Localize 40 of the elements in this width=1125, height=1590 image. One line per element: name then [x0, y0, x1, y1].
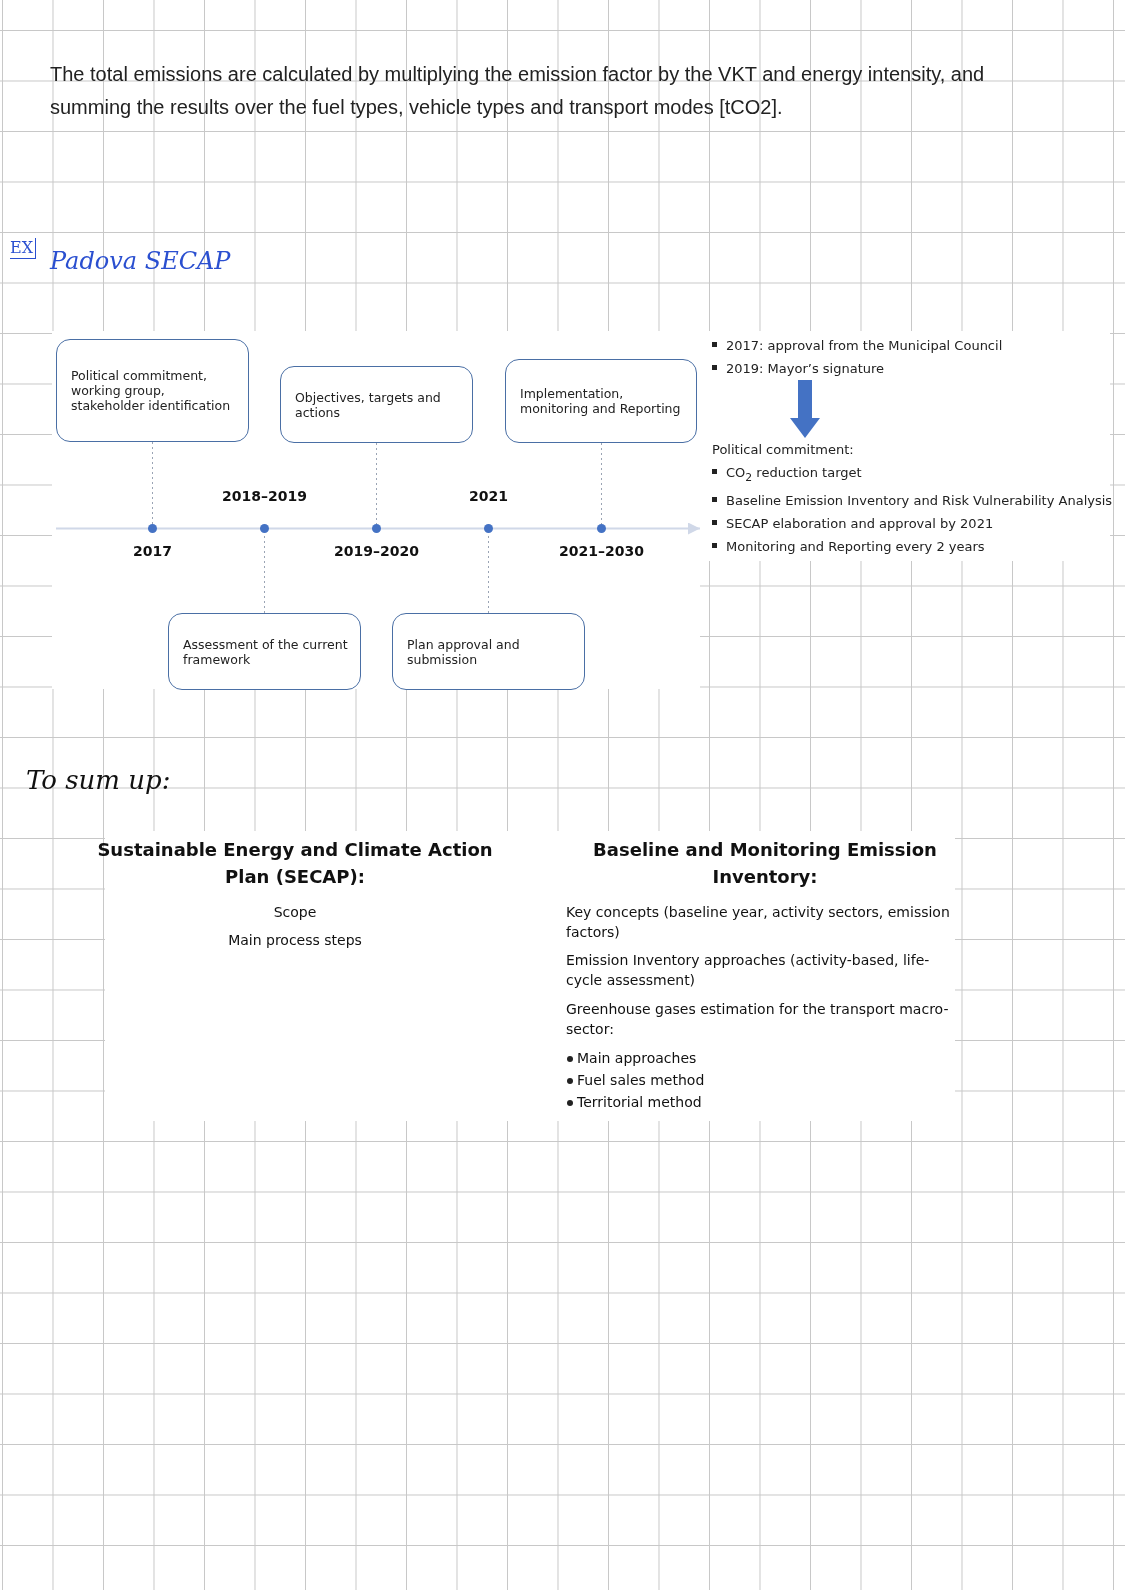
- bullet-item: Monitoring and Reporting every 2 years: [726, 538, 985, 554]
- bullet-item: Territorial method: [577, 1093, 702, 1112]
- ex-mark: EX: [10, 238, 37, 259]
- timeline-box: Plan approval and submission: [392, 613, 585, 690]
- dotted-leader-line: [376, 442, 377, 525]
- timeline-box: Assessment of the current framework: [168, 613, 361, 690]
- year-label: 2017: [133, 543, 172, 559]
- year-label: 2019–2020: [334, 543, 419, 559]
- bullet-item: 2019: Mayor’s signature: [726, 361, 885, 376]
- block-arrow: [790, 380, 820, 438]
- summary-item: Emission Inventory approaches (activity-based, life-cycle assessment): [566, 951, 931, 990]
- dotted-leader-line: [152, 441, 153, 525]
- handwritten-heading: Padova SECAP: [50, 247, 231, 275]
- bullet-item: SECAP elaboration and approval by 2021: [726, 515, 994, 531]
- bullet-item: 2017: approval from the Municipal Council: [726, 338, 1003, 353]
- timeline-dot: [372, 524, 381, 533]
- bullet-item: CO$_{2}$ reduction target: [726, 465, 862, 480]
- timeline-box: Objectives, targets and actions: [280, 366, 473, 443]
- timeline-dot: [148, 524, 157, 533]
- timeline-box: Implementation, monitoring and Reporting: [505, 359, 697, 443]
- timeline-dot: [484, 524, 493, 533]
- bullet-item: Main approaches: [577, 1049, 697, 1068]
- column-heading: Sustainable Energy and Climate Action Plan (SECAP):: [96, 838, 494, 889]
- bullet-item: Baseline Emission Inventory and Risk Vulnerability Analysis: [726, 492, 1113, 508]
- summary-item: Greenhouse gases estimation for the transport macro-sector:: [566, 1000, 950, 1039]
- intro-paragraph: The total emissions are calculated by multiplying the emission factor by the VKT and energy intensity, and summing the results over the fuel types, vehicle types and transport modes [tCO2].: [50, 62, 986, 120]
- dotted-leader-line: [601, 442, 602, 525]
- summary-item: Scope: [272, 903, 318, 922]
- year-label: 2021–2030: [559, 543, 644, 559]
- summary-item: Key concepts (baseline year, activity sectors, emission factors): [566, 903, 951, 942]
- handwritten-heading: To sum up:: [26, 765, 171, 795]
- timeline-dot: [260, 524, 269, 533]
- list-heading: Political commitment:: [712, 442, 854, 457]
- timeline-box: Political commitment, working group, stakeholder identification: [56, 339, 249, 442]
- timeline-dot: [597, 524, 606, 533]
- summary-item: Main process steps: [227, 931, 363, 950]
- year-label: 2018–2019: [222, 488, 307, 504]
- bullet-item: Fuel sales method: [577, 1071, 705, 1090]
- column-heading: Baseline and Monitoring Emission Inventory:: [592, 838, 938, 889]
- year-label: 2021: [469, 488, 508, 504]
